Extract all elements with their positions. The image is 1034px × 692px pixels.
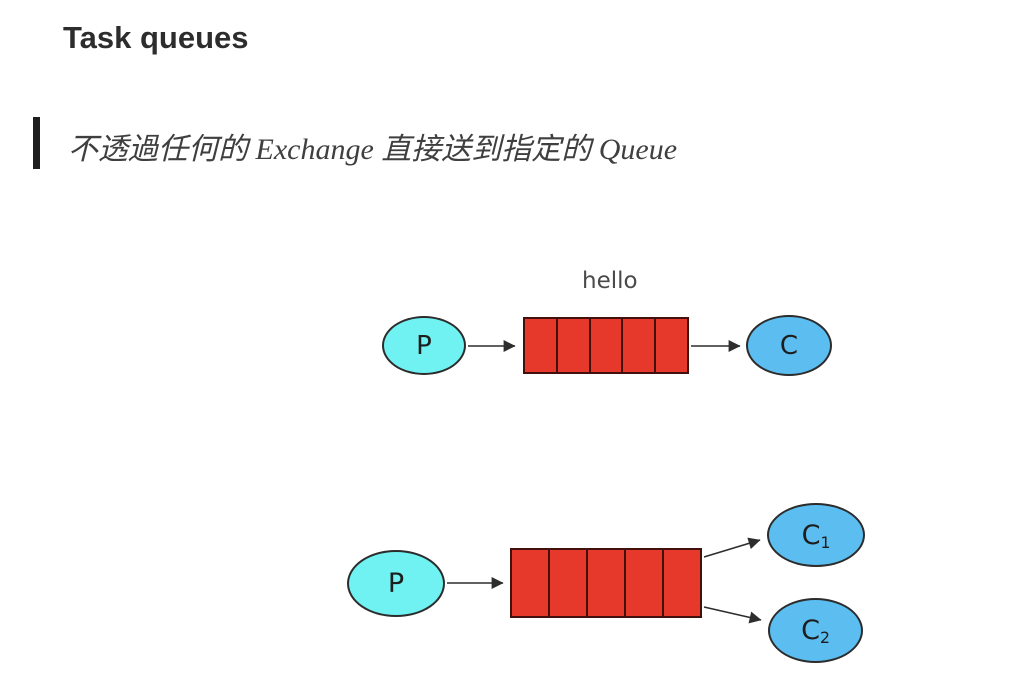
consumer-label-c2: C2 — [801, 615, 830, 647]
queue-name-label: hello — [582, 268, 638, 294]
queue-cell — [525, 319, 558, 372]
producer-node-1: P — [382, 316, 466, 375]
queue-node-2 — [510, 548, 702, 618]
queue-cell — [588, 550, 626, 616]
page-title: Task queues — [63, 20, 249, 55]
queue-cell — [558, 319, 591, 372]
queue-cell — [664, 550, 700, 616]
consumer-node-1: C — [746, 315, 832, 376]
queue-cell — [512, 550, 550, 616]
consumer-label-c1: C1 — [801, 519, 831, 552]
consumer-label-1: C — [779, 330, 799, 361]
queue-cell — [656, 319, 687, 372]
queue-cell — [550, 550, 588, 616]
consumer-node-c1: C1 — [767, 503, 865, 567]
producer-node-2: P — [347, 550, 445, 617]
blockquote-bar — [33, 117, 40, 169]
queue-cell — [626, 550, 664, 616]
queue-cell — [623, 319, 657, 372]
arrow-queue-to-consumer-c1 — [703, 537, 761, 558]
producer-label-1: P — [416, 330, 432, 361]
queue-node-1 — [523, 317, 689, 374]
producer-label-2: P — [387, 568, 405, 599]
blockquote-text: 不透過任何的 Exchange 直接送到指定的 Queue — [68, 133, 678, 166]
arrow-queue-to-consumer-c2 — [703, 606, 762, 624]
consumer-node-c2: C2 — [768, 598, 863, 663]
queue-cell — [591, 319, 624, 372]
